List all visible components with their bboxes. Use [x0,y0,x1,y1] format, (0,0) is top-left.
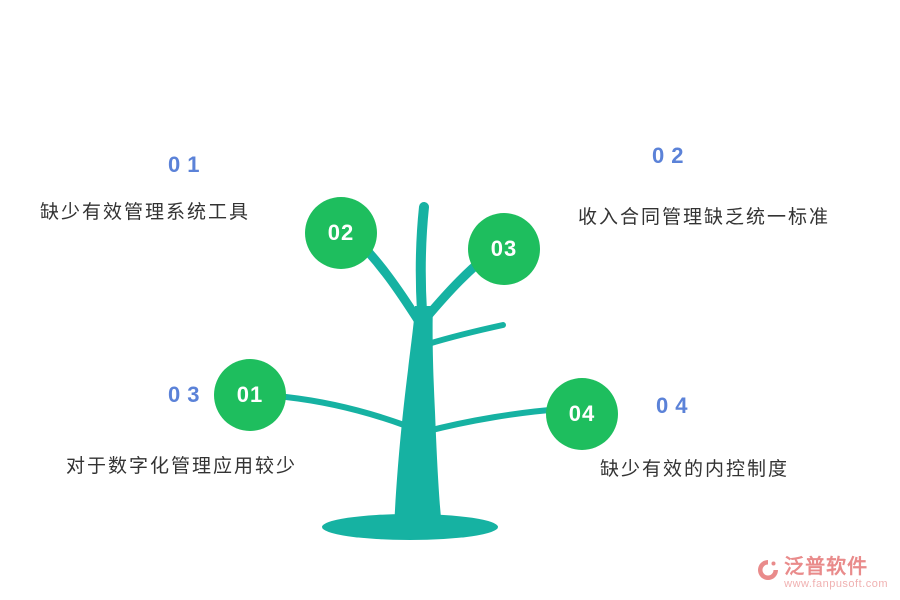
node-circle-03-number: 03 [490,236,518,261]
fanpu-logo-icon [758,559,779,580]
fanpu-logo: 泛普软件 www.fanpusoft.com [756,556,888,590]
tree-trunk [394,306,442,528]
node-circle-01: 01 [214,359,286,431]
tree-base [322,514,498,540]
node-circle-02: 02 [305,197,377,269]
node-circle-04: 04 [546,378,618,450]
fanpu-logo-url: www.fanpusoft.com [784,577,888,590]
node-circle-04-number: 04 [568,401,596,426]
fanpu-logo-name: 泛普软件 [784,555,869,578]
index-label-03: 03 [168,382,207,407]
node-circle-03: 03 [468,213,540,285]
caption-02: 收入合同管理缺乏统一标准 [578,207,831,228]
node-circle-02-number: 02 [327,220,355,245]
index-label-04: 04 [656,393,695,418]
index-label-01: 01 [168,152,207,177]
caption-04: 缺少有效的内控制度 [600,459,790,480]
fanpu-logo-text: 泛普软件 www.fanpusoft.com [784,556,888,590]
index-label-02: 02 [652,143,691,168]
node-circle-01-number: 01 [236,382,264,407]
caption-03: 对于数字化管理应用较少 [66,456,298,477]
caption-01: 缺少有效管理系统工具 [40,202,251,223]
